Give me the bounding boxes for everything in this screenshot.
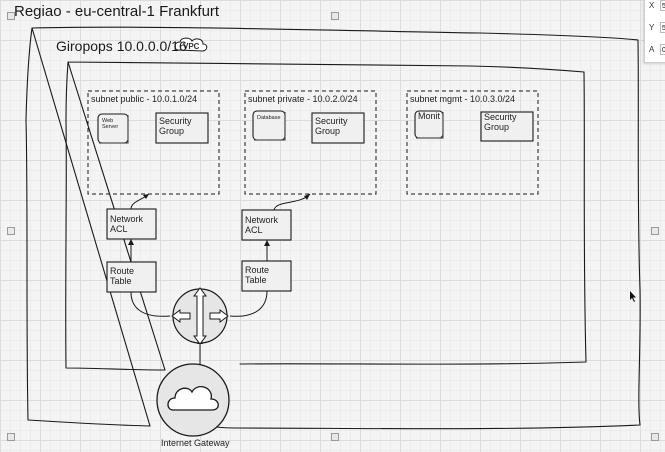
subnet-private-label: subnet private - 10.0.2.0/24 xyxy=(248,94,358,104)
nacl-public-label[interactable]: Network ACL xyxy=(110,214,144,234)
resize-handle-top-middle[interactable] xyxy=(331,12,339,20)
region-title: Regiao - eu-central-1 Frankfurt xyxy=(14,3,220,20)
x-input[interactable]: 5 xyxy=(660,0,665,11)
mouse-cursor-icon xyxy=(630,291,636,302)
internet-gateway-label: Internet Gateway xyxy=(161,438,230,448)
geometry-panel: X 5 Y 5 A 0 xyxy=(644,0,665,63)
region-boundary xyxy=(25,26,641,430)
web-server-label[interactable]: Web Server xyxy=(102,118,119,130)
nacl-private-label[interactable]: Network ACL xyxy=(245,215,279,235)
vpc-title: Giropops 10.0.0.0/16 xyxy=(56,38,187,54)
a-label: A xyxy=(649,45,655,54)
x-label: X xyxy=(649,1,655,10)
sg-mgmt-box xyxy=(480,111,534,142)
router-icon xyxy=(171,287,229,345)
resize-handle-mid-right[interactable] xyxy=(651,227,659,235)
sg-private-label[interactable]: Security Group xyxy=(315,116,348,136)
vpc-badge-icon: VPC xyxy=(174,37,208,52)
subnet-private-box xyxy=(244,90,377,195)
sg-mgmt-label[interactable]: Security Group xyxy=(484,112,517,132)
vpc-boundary xyxy=(65,61,587,371)
monit-label[interactable]: Monit xyxy=(418,111,441,121)
resize-handle-top-left[interactable] xyxy=(7,12,15,20)
subnet-mgmt-box xyxy=(406,90,539,195)
a-input[interactable]: 0 xyxy=(660,44,665,55)
internet-gateway-icon xyxy=(156,363,230,437)
subnet-public-label: subnet public - 10.0.1.0/24 xyxy=(91,94,198,104)
subnet-mgmt-label: subnet mgmt - 10.0.3.0/24 xyxy=(410,94,516,104)
rt-private-label[interactable]: Route Table xyxy=(245,265,270,285)
subnet-public-box xyxy=(87,90,220,195)
sg-public-label[interactable]: Security Group xyxy=(159,116,192,136)
database-label[interactable]: Database xyxy=(257,115,281,121)
resize-handle-mid-left[interactable] xyxy=(7,227,15,235)
vpc-badge-text: VPC xyxy=(183,42,200,51)
y-label: Y xyxy=(649,23,655,32)
sg-public-box xyxy=(155,112,209,144)
nacl-public-box xyxy=(106,208,157,240)
sg-private-box xyxy=(311,112,365,144)
rt-public-label[interactable]: Route Table xyxy=(110,266,135,286)
resize-handle-bottom-left[interactable] xyxy=(7,433,15,441)
y-input[interactable]: 5 xyxy=(660,22,665,33)
resize-handle-bottom-middle[interactable] xyxy=(331,433,339,441)
cloud-icon xyxy=(167,386,219,411)
resize-handle-bottom-right[interactable] xyxy=(651,433,659,441)
